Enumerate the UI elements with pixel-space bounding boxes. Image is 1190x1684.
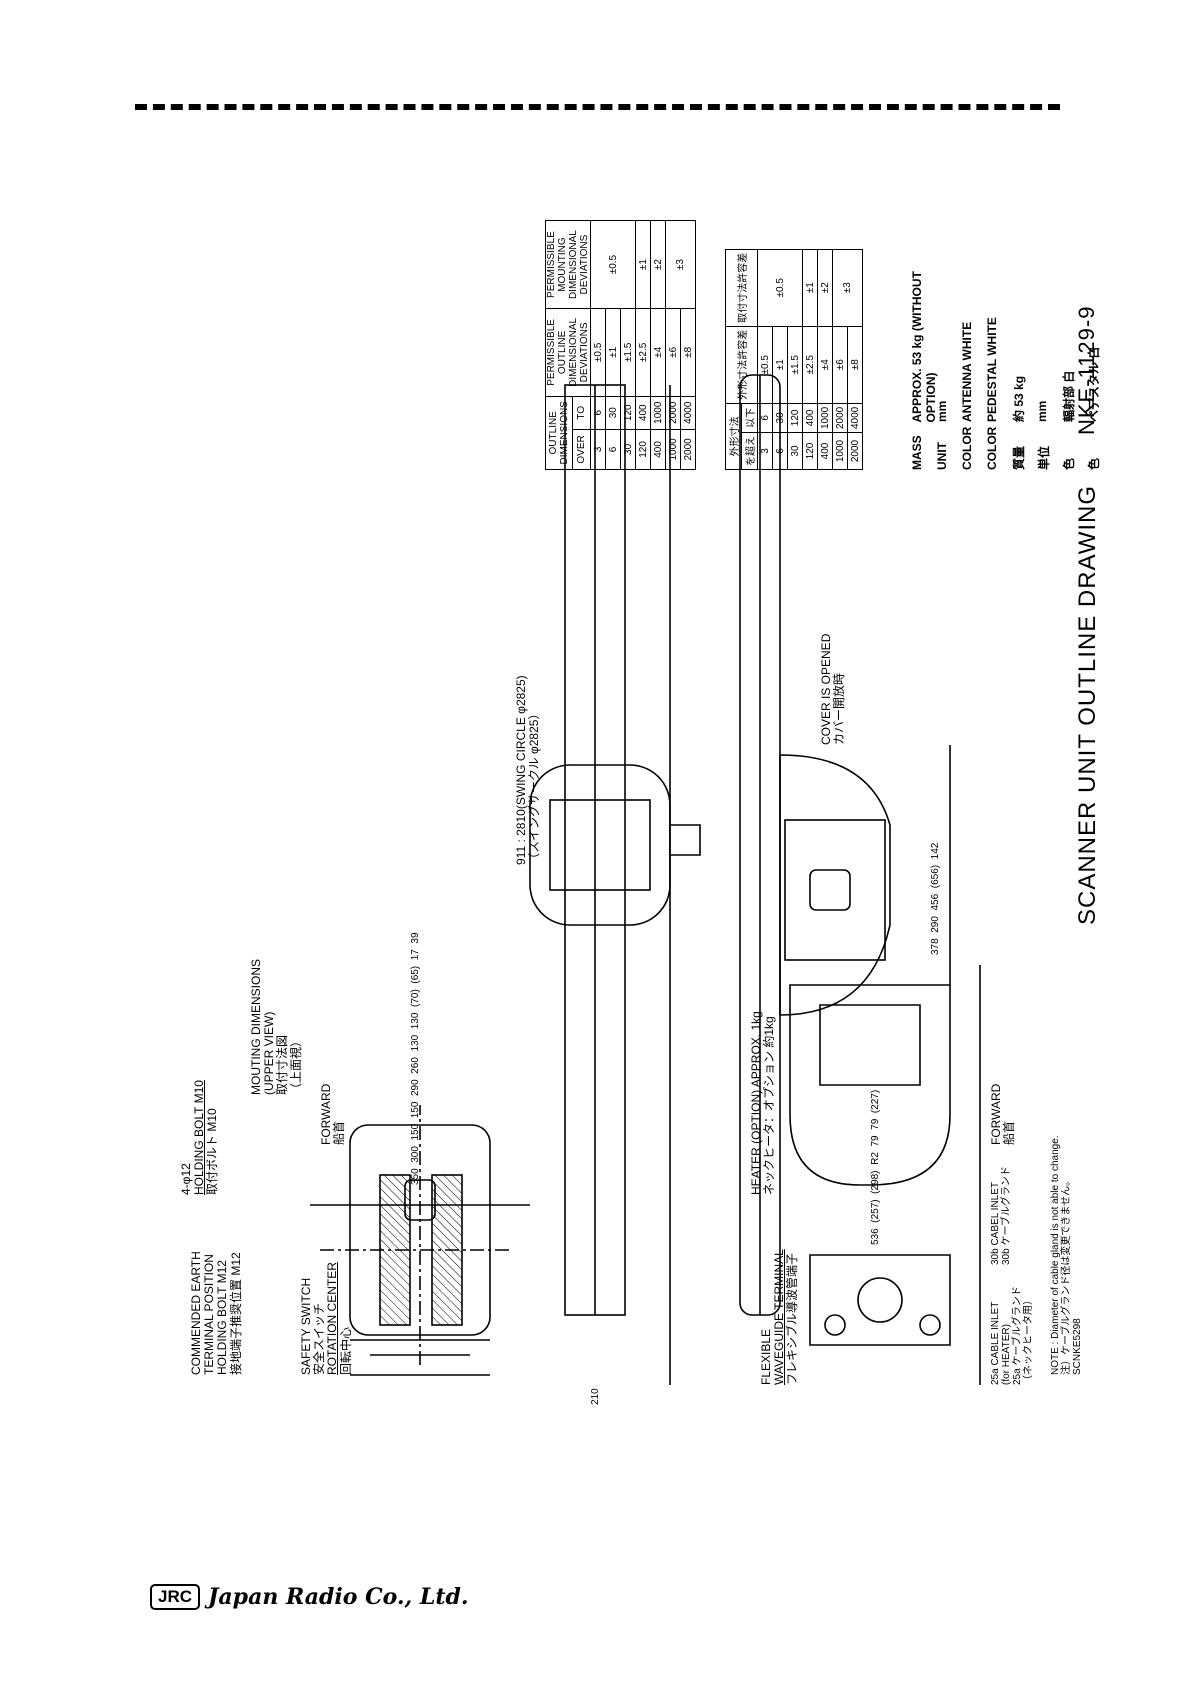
pedestal-side-view — [739, 374, 951, 1316]
drawing-sheet: COMMENDED EARTH TERMINAL POSITION HOLDIN… — [170, 220, 1115, 1445]
safety-switch-label: SAFETY SWITCH 安全スイッチ ROTATION CENTER 回転中… — [299, 1262, 353, 1375]
forward-arrow-label: FORWARD 船首 — [319, 1083, 347, 1145]
mounting-view — [310, 1105, 530, 1376]
outline-drawing-lines — [310, 374, 981, 1385]
swing-circle-label: 911 : 2810(SWING CIRCLE φ2825) （スイングサークル… — [514, 675, 542, 865]
cover-opened-label: COVER IS OPENED カバー開放時 — [819, 633, 847, 745]
cable-25a-label: 25a CABLE INLET (for HEATER) 25a ケーブルグラン… — [990, 1286, 1034, 1385]
drawing-title: SCANNER UNIT OUTLINE DRAWING — [1074, 484, 1101, 925]
waveguide-label: FLEXIBLE WAVEGUIDE TERMINAL フレキシブル導波管端子 — [759, 1249, 800, 1385]
heater-label: HEATER (OPTION) APPROX. 1kg ネックヒータ：オプション… — [749, 1011, 777, 1195]
cable-30b-label: 30b CABEL INLET 30b ケーブルグランド — [990, 1166, 1012, 1265]
cable-gland-note: NOTE : Diameter of cable gland is not ab… — [1050, 1135, 1083, 1375]
jrc-logo: JRC — [150, 1584, 201, 1610]
antenna-width-dim: 210 — [590, 1388, 601, 1405]
antenna-upper-view — [529, 384, 701, 1385]
front-view — [789, 965, 981, 1385]
mounting-heading: MOUTING DIMENSIONS (UPPER VIEW) 取付寸法図 （上… — [249, 958, 303, 1095]
header-dashed-rule — [135, 104, 1060, 110]
footer-logo: JRC Japan Radio Co., Ltd. — [150, 1584, 469, 1610]
mounting-dims: 350 300 150 150 290 260 130 130 (70) (65… — [410, 932, 421, 1185]
side-view-dims: 378 290 456 (656) 142 — [930, 842, 941, 955]
spec-row: 質量約 53 kg — [1012, 375, 1026, 470]
front-view-dims: 536 (257) (298) R2 79 79 (227) — [870, 1089, 881, 1245]
company-name: Japan Radio Co., Ltd. — [208, 1584, 469, 1610]
front-forward-label: FORWARD 船首 — [989, 1083, 1017, 1145]
drawing-number: NKE-1129-9 — [1074, 305, 1099, 435]
earth-label: COMMENDED EARTH TERMINAL POSITION HOLDIN… — [189, 1251, 243, 1375]
holding-bolt-m10-label: 4-φ12 HOLDING BOLT M10 取付ボルト M10 — [179, 1080, 220, 1195]
